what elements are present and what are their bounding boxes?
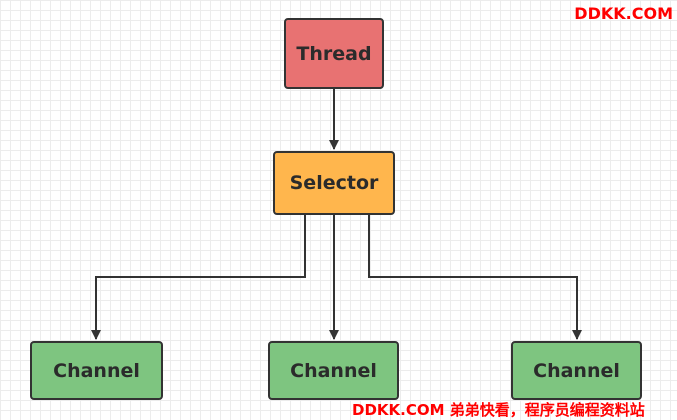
channel-node-middle: Channel [268,341,399,400]
watermark-top: DDKK.COM [574,4,673,23]
watermark-bottom: DDKK.COM 弟弟快看，程序员编程资料站 [352,401,645,419]
channel-node-label: Channel [290,359,377,382]
channel-node-label: Channel [53,359,140,382]
channel-node-label: Channel [533,359,620,382]
thread-node: Thread [284,18,384,89]
edge-selector-to-channel-left [91,215,306,340]
channel-node-right: Channel [511,341,642,400]
selector-node-label: Selector [289,172,379,194]
edge-selector-to-channel-right [368,215,582,340]
thread-node-label: Thread [296,42,372,65]
channel-node-left: Channel [30,341,163,400]
selector-node: Selector [273,151,395,215]
